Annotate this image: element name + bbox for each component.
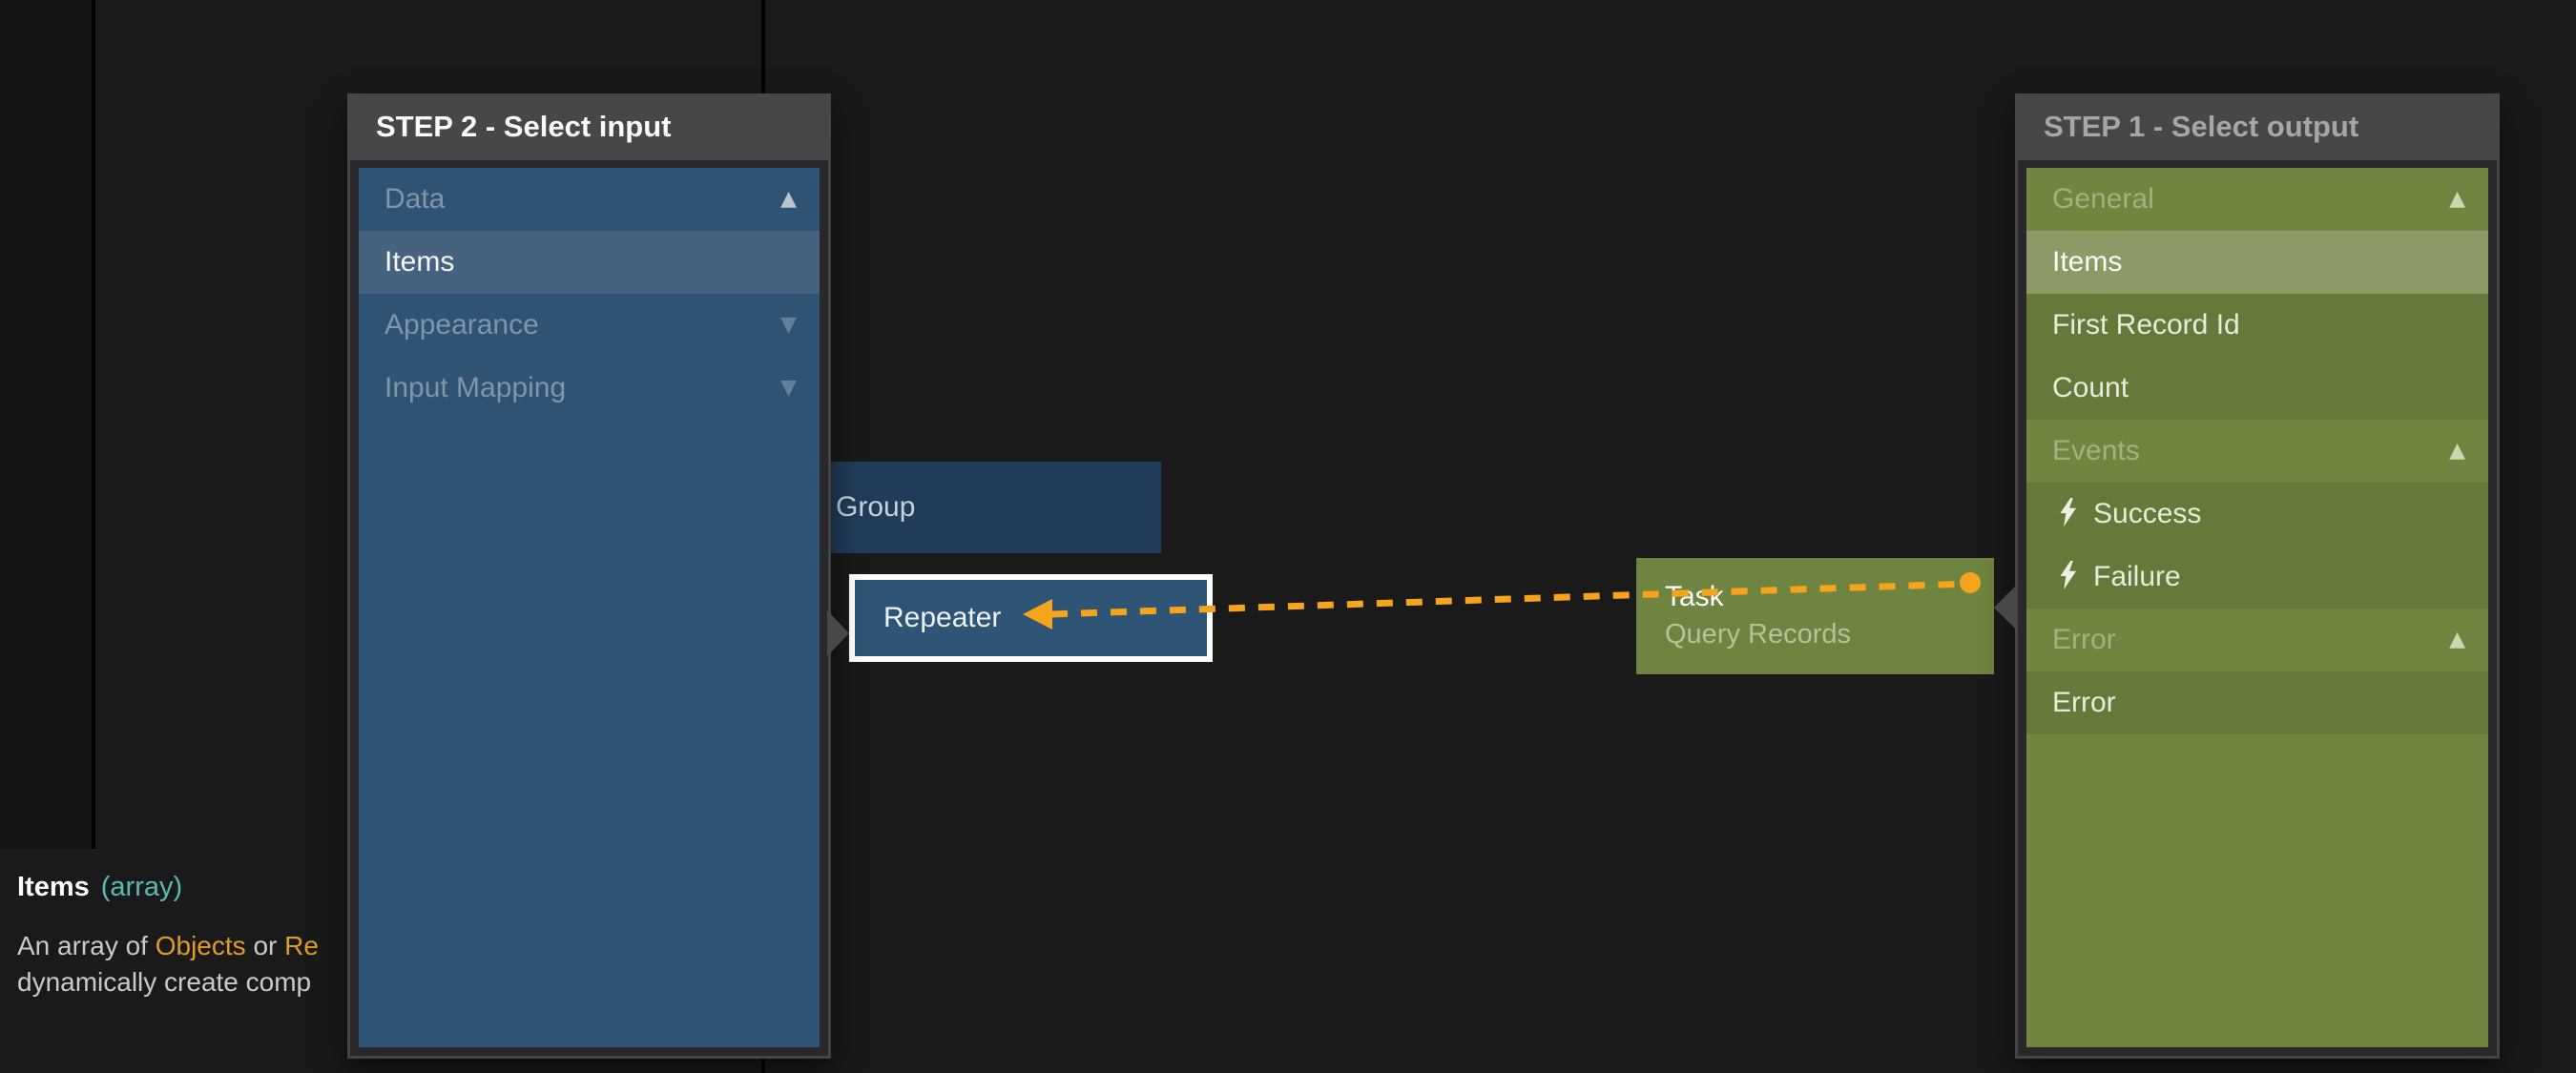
output-row-items[interactable]: Items	[2026, 231, 2488, 294]
datatype-link: Objects	[155, 931, 246, 960]
input-row-appearance[interactable]: Appearance ▼	[359, 294, 820, 357]
tooltip-property-name: Items	[17, 872, 90, 902]
panel-pointer-to-repeater	[827, 610, 849, 656]
output-row-general[interactable]: General ▲	[2026, 168, 2488, 231]
node-task-query-records[interactable]: Task Query Records	[1636, 558, 1994, 674]
description-text: An array of	[17, 931, 156, 960]
row-label: Count	[2052, 372, 2129, 403]
lightning-icon	[2059, 498, 2078, 526]
description-text: or	[245, 931, 285, 960]
chevron-up-icon: ▲	[2449, 628, 2465, 651]
row-label: Error	[2052, 624, 2116, 655]
row-label: Success	[2093, 498, 2202, 529]
node-task-title: Task	[1665, 581, 1724, 612]
row-label: Events	[2052, 435, 2140, 466]
row-label: First Record Id	[2052, 309, 2240, 340]
node-task-subtitle: Query Records	[1665, 619, 1852, 650]
input-row-items[interactable]: Items	[359, 231, 820, 294]
lightning-icon	[2059, 561, 2078, 589]
chevron-up-icon: ▲	[780, 187, 797, 211]
row-label: General	[2052, 183, 2154, 215]
chevron-down-icon: ▼	[780, 376, 797, 400]
input-row-input-mapping[interactable]: Input Mapping ▼	[359, 357, 820, 420]
output-row-events[interactable]: Events ▲	[2026, 420, 2488, 483]
row-label: Items	[384, 246, 455, 278]
output-row-failure[interactable]: Failure	[2026, 546, 2488, 609]
row-label: Appearance	[384, 309, 539, 340]
datatype-link: Re	[284, 931, 319, 960]
select-output-panel-title: STEP 1 - Select output	[2015, 93, 2500, 160]
output-row-first-record-id[interactable]: First Record Id	[2026, 294, 2488, 357]
row-label: Data	[384, 183, 446, 215]
tooltip-description-line2: dynamically create comp	[17, 964, 609, 1001]
row-label: Input Mapping	[384, 372, 567, 403]
property-tooltip: Items (array) An array of Objects or Re d…	[17, 872, 609, 1001]
select-input-panel-title: STEP 2 - Select input	[347, 93, 831, 160]
output-row-error[interactable]: Error	[2026, 671, 2488, 734]
output-row-error[interactable]: Error ▲	[2026, 609, 2488, 671]
row-label: Error	[2052, 687, 2116, 718]
output-row-count[interactable]: Count	[2026, 357, 2488, 420]
node-group-label: Group	[836, 491, 916, 523]
node-repeater-selected[interactable]: Repeater	[849, 574, 1213, 662]
tooltip-property-type: (array)	[100, 872, 183, 902]
output-row-success[interactable]: Success	[2026, 483, 2488, 546]
node-repeater-label: Repeater	[883, 602, 1002, 633]
chevron-up-icon: ▲	[2449, 439, 2465, 463]
row-label: Failure	[2093, 561, 2181, 592]
canvas-grid-line	[92, 0, 95, 849]
canvas-left-column	[0, 0, 92, 849]
description-text: dynamically create comp	[17, 967, 312, 997]
row-label: Items	[2052, 246, 2123, 278]
chevron-down-icon: ▼	[780, 313, 797, 337]
input-row-data[interactable]: Data ▲	[359, 168, 820, 231]
panel-pointer-to-task	[1994, 586, 2016, 629]
chevron-up-icon: ▲	[2449, 187, 2465, 211]
tooltip-description-line1: An array of Objects or Re	[17, 928, 609, 964]
